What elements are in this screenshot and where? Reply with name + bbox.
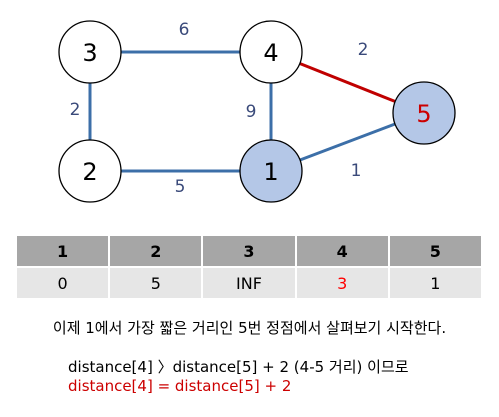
header-cell-1: 1 (14, 234, 111, 268)
node-label-1: 1 (263, 158, 278, 186)
distance-cell-3: INF (201, 266, 297, 300)
distance-cell-1: 0 (14, 266, 111, 300)
edge-weight-1-5: 1 (351, 161, 362, 181)
formula-update: distance[4] = distance[5] + 2 (68, 377, 292, 395)
header-cell-4: 4 (294, 234, 390, 268)
node-label-2: 2 (82, 158, 97, 186)
graph-diagram: 6 2 2 9 5 1 3 4 5 2 1 (58, 20, 456, 203)
edge-1-5 (299, 122, 396, 162)
edge-weight-4-1: 9 (246, 102, 257, 122)
distance-table: 1 2 3 4 5 0 5 INF 3 1 (14, 234, 484, 300)
formula-condition: distance[4] 〉distance[5] + 2 (4-5 거리) 이므… (68, 358, 409, 376)
edge-4-5 (299, 62, 396, 103)
edge-weight-3-2: 2 (70, 100, 81, 120)
node-label-5: 5 (416, 100, 431, 128)
node-5 (392, 81, 456, 145)
distance-cell-5: 1 (387, 266, 484, 300)
distance-cell-4: 3 (294, 266, 390, 300)
node-label-4: 4 (263, 39, 278, 67)
node-label-3: 3 (82, 39, 97, 67)
node-1 (239, 139, 303, 203)
node-3 (58, 20, 122, 84)
distance-table-header-row: 1 2 3 4 5 (14, 234, 484, 268)
edge-weight-2-1: 5 (175, 177, 186, 197)
distance-table-value-row: 0 5 INF 3 1 (14, 266, 484, 300)
header-cell-3: 3 (201, 234, 297, 268)
header-cell-2: 2 (108, 234, 204, 268)
node-4 (239, 20, 303, 84)
distance-cell-2: 5 (108, 266, 204, 300)
edge-weight-3-4: 6 (179, 20, 190, 40)
edge-weight-4-5: 2 (358, 40, 369, 60)
node-2 (58, 139, 122, 203)
header-cell-5: 5 (387, 234, 484, 268)
description-text: 이제 1에서 가장 짧은 거리인 5번 정점에서 살펴보기 시작한다. (52, 319, 447, 337)
